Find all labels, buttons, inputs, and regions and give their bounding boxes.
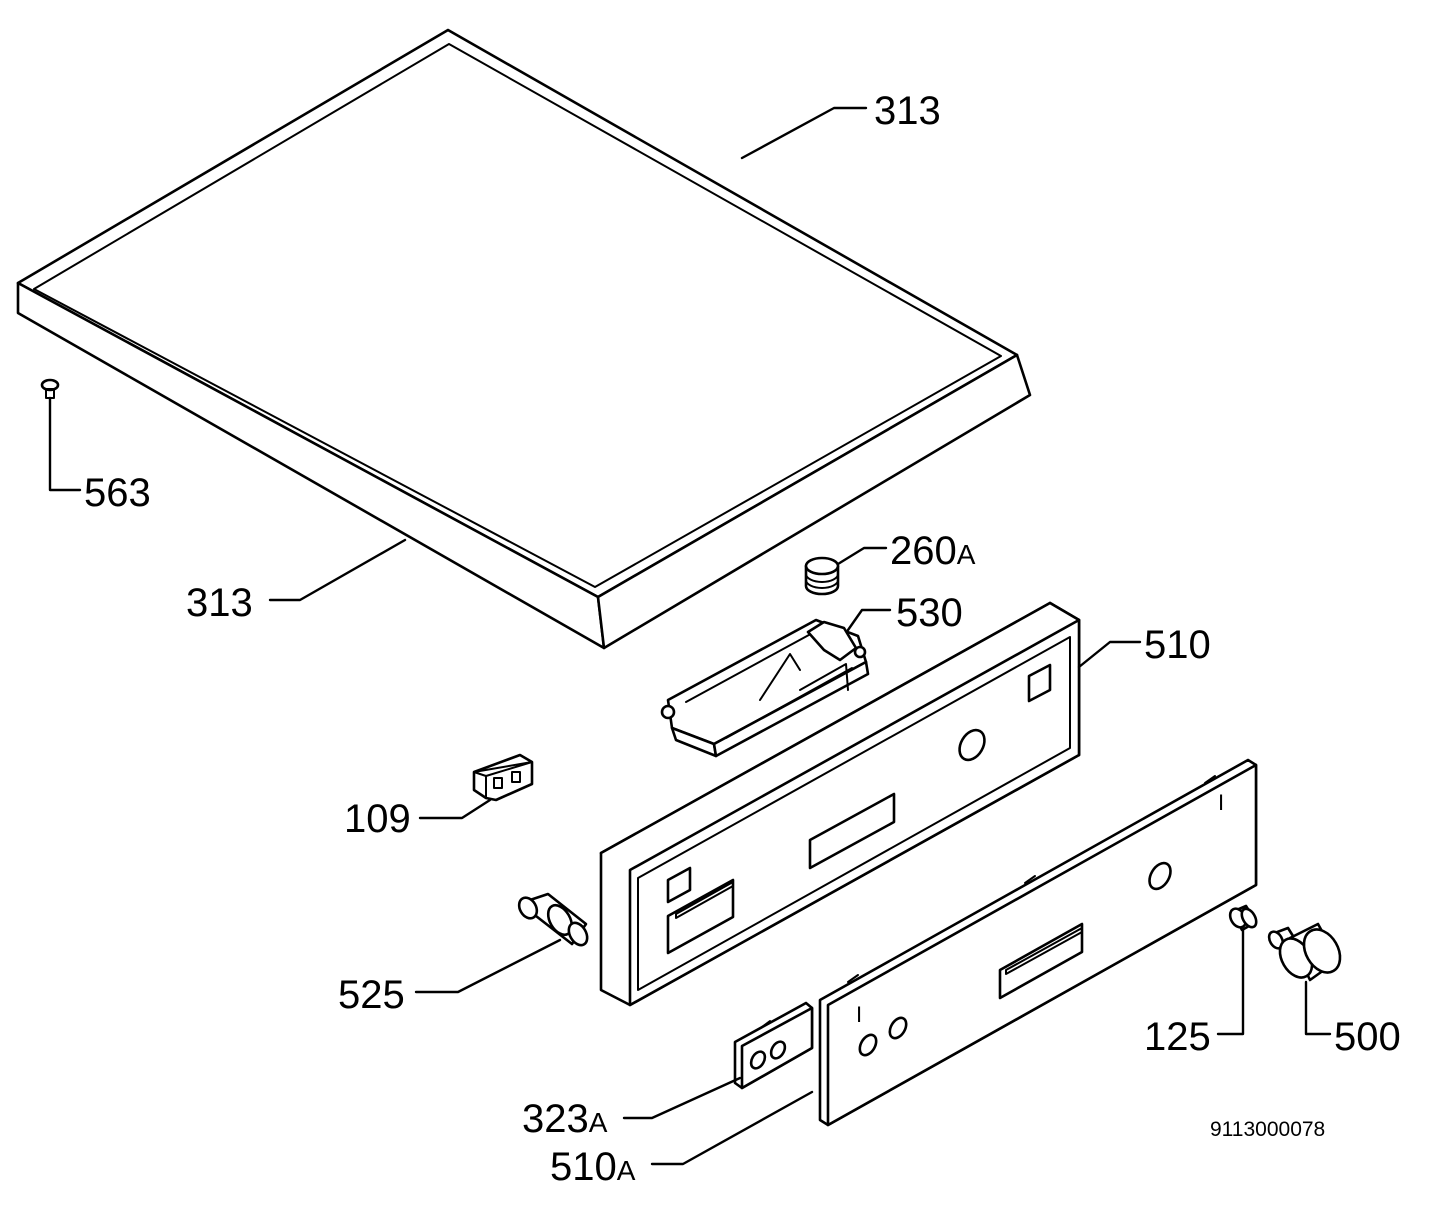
callout-510: 510 — [1144, 623, 1211, 667]
callout-labels: 313 313 563 260A 530 510 109 525 125 500… — [84, 89, 1401, 1189]
worktop-top-face — [16, 28, 1019, 599]
leader-260a — [836, 546, 888, 566]
part-plate-323a — [733, 1001, 814, 1090]
leader-510 — [1077, 640, 1142, 669]
part-knob-500 — [1267, 922, 1342, 982]
frame-window-small-right — [1027, 663, 1052, 703]
fascia-mark-right: I — [1218, 790, 1224, 815]
clip-body — [472, 753, 534, 802]
fascia-hole-2 — [888, 1016, 908, 1040]
worktop-right-edge — [596, 353, 1032, 650]
leader-313-side — [268, 538, 407, 602]
frame-knob-hole — [958, 728, 986, 762]
callout-109: 109 — [344, 797, 411, 841]
plate-notch — [761, 1020, 771, 1028]
callout-323a: 323A — [522, 1097, 608, 1141]
leader-125 — [1216, 928, 1245, 1036]
callout-125: 125 — [1144, 1015, 1211, 1059]
leader-500 — [1304, 980, 1332, 1036]
leader-323a — [622, 1076, 742, 1120]
leader-313-top — [740, 106, 868, 160]
frame-inner-border — [637, 636, 1071, 991]
leader-525 — [414, 938, 562, 994]
plate-hole-2 — [769, 1040, 787, 1060]
plug-rings — [805, 573, 839, 589]
part-button-525 — [517, 892, 589, 947]
callout-563: 563 — [84, 471, 151, 515]
leader-530 — [846, 608, 892, 632]
clip-slot-2 — [511, 771, 521, 783]
frame-window-left-shade — [675, 881, 734, 919]
plug-top — [804, 556, 840, 576]
part-worktop-313 — [16, 28, 1032, 650]
leader-109 — [418, 798, 492, 820]
part-plug-260a — [804, 556, 840, 596]
part-spacer-125 — [1228, 904, 1258, 932]
fascia-knob-hole — [1148, 861, 1172, 891]
spacer-face — [1240, 907, 1258, 929]
button-face — [567, 921, 589, 947]
drawing-number: 9113000078 — [1210, 1118, 1325, 1141]
fascia-notch-3 — [847, 974, 859, 983]
fascia-hole-1 — [858, 1033, 878, 1057]
clip-top — [473, 761, 533, 777]
part-clip-109 — [472, 753, 534, 802]
plate-hole-1 — [749, 1050, 767, 1070]
fascia-mark-left: I — [856, 1002, 862, 1027]
worktop-inner-border — [33, 43, 1002, 588]
fascia-notch-1 — [1204, 775, 1216, 784]
leader-510a — [650, 1090, 814, 1166]
fascia-window-shade — [1005, 927, 1083, 975]
callout-313-top: 313 — [874, 89, 941, 133]
part-fascia-510a: I I — [818, 758, 1258, 1127]
part-screw-563 — [40, 378, 60, 399]
leader-563 — [48, 396, 82, 492]
callout-510a: 510A — [550, 1145, 636, 1189]
button-end — [517, 896, 539, 920]
callout-525: 525 — [338, 973, 405, 1017]
frame-front-face — [628, 618, 1081, 1007]
knob-face — [1302, 928, 1342, 974]
part-panel-frame-510 — [599, 601, 1081, 1007]
frame-window-center — [808, 792, 896, 870]
bracket-pin-right — [853, 645, 867, 659]
frame-window-small-left — [666, 866, 692, 904]
part-bracket-530 — [660, 618, 870, 758]
bracket-pin-left — [660, 704, 676, 720]
fascia-notch-2 — [1024, 875, 1036, 884]
frame-window-left — [666, 878, 735, 955]
callout-313-side: 313 — [186, 581, 253, 625]
callout-530: 530 — [896, 591, 963, 635]
callout-500: 500 — [1334, 1015, 1401, 1059]
clip-slot-1 — [493, 777, 503, 789]
leader-lines — [48, 106, 1332, 1166]
callout-260a: 260A — [890, 529, 976, 573]
